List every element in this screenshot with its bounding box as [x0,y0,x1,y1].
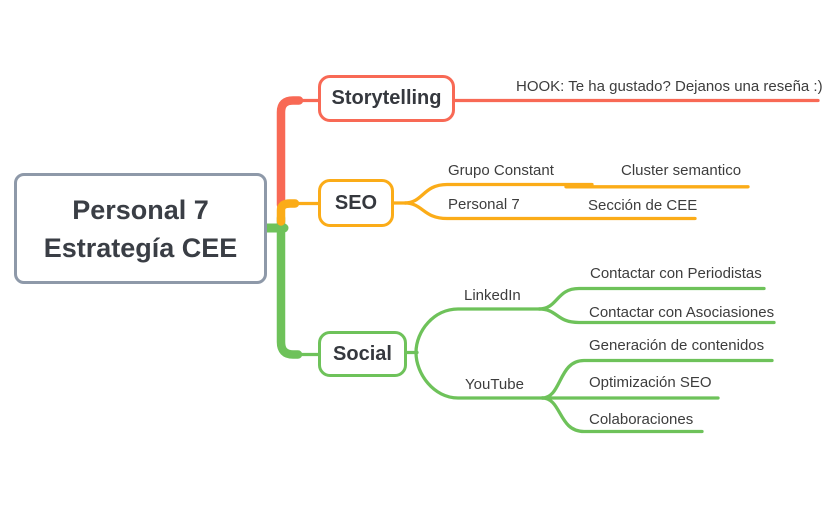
seo-trunk-connector [276,199,300,226]
colaboraciones-label[interactable]: Colaboraciones [589,411,694,428]
linkedin-connector [414,307,542,355]
youtube-connector [414,350,545,400]
cluster-semantico-label[interactable]: Cluster semantico [621,162,742,179]
optimizacion-seo-label[interactable]: Optimización SEO [589,374,712,391]
linkedin-label[interactable]: LinkedIn [464,287,521,304]
root-node[interactable]: Personal 7 Estrategía CEE [14,173,267,284]
node-storytelling[interactable]: Storytelling [318,75,455,122]
root-title-line1: Personal 7 [72,194,209,225]
youtube-label[interactable]: YouTube [465,376,524,393]
personal-7-label[interactable]: Personal 7 [448,196,520,213]
seo-label: SEO [334,191,378,214]
seccion-cee-label[interactable]: Sección de CEE [588,197,698,214]
root-title-line2: Estrategía CEE [43,232,238,263]
colaboraciones-connector [540,396,704,434]
storytelling-trunk-connector [276,96,304,210]
grupo-constant-label[interactable]: Grupo Constant [448,162,554,179]
generacion-contenidos-label[interactable]: Generación de contenidos [589,337,765,354]
social-label: Social [333,342,392,365]
personal-7-connector [403,201,697,221]
contactar-asociasiones-label[interactable]: Contactar con Asociasiones [589,304,775,321]
hook-label[interactable]: HOOK: Te ha gustado? Dejanos una reseña … [516,78,823,95]
contactar-periodistas-label[interactable]: Contactar con Periodistas [590,265,762,282]
contactar-asociasiones-connector [537,307,776,325]
node-seo[interactable]: SEO [318,179,394,227]
storytelling-label: Storytelling [331,87,442,109]
node-social[interactable]: Social [318,331,407,377]
social-trunk-connector [276,213,303,359]
